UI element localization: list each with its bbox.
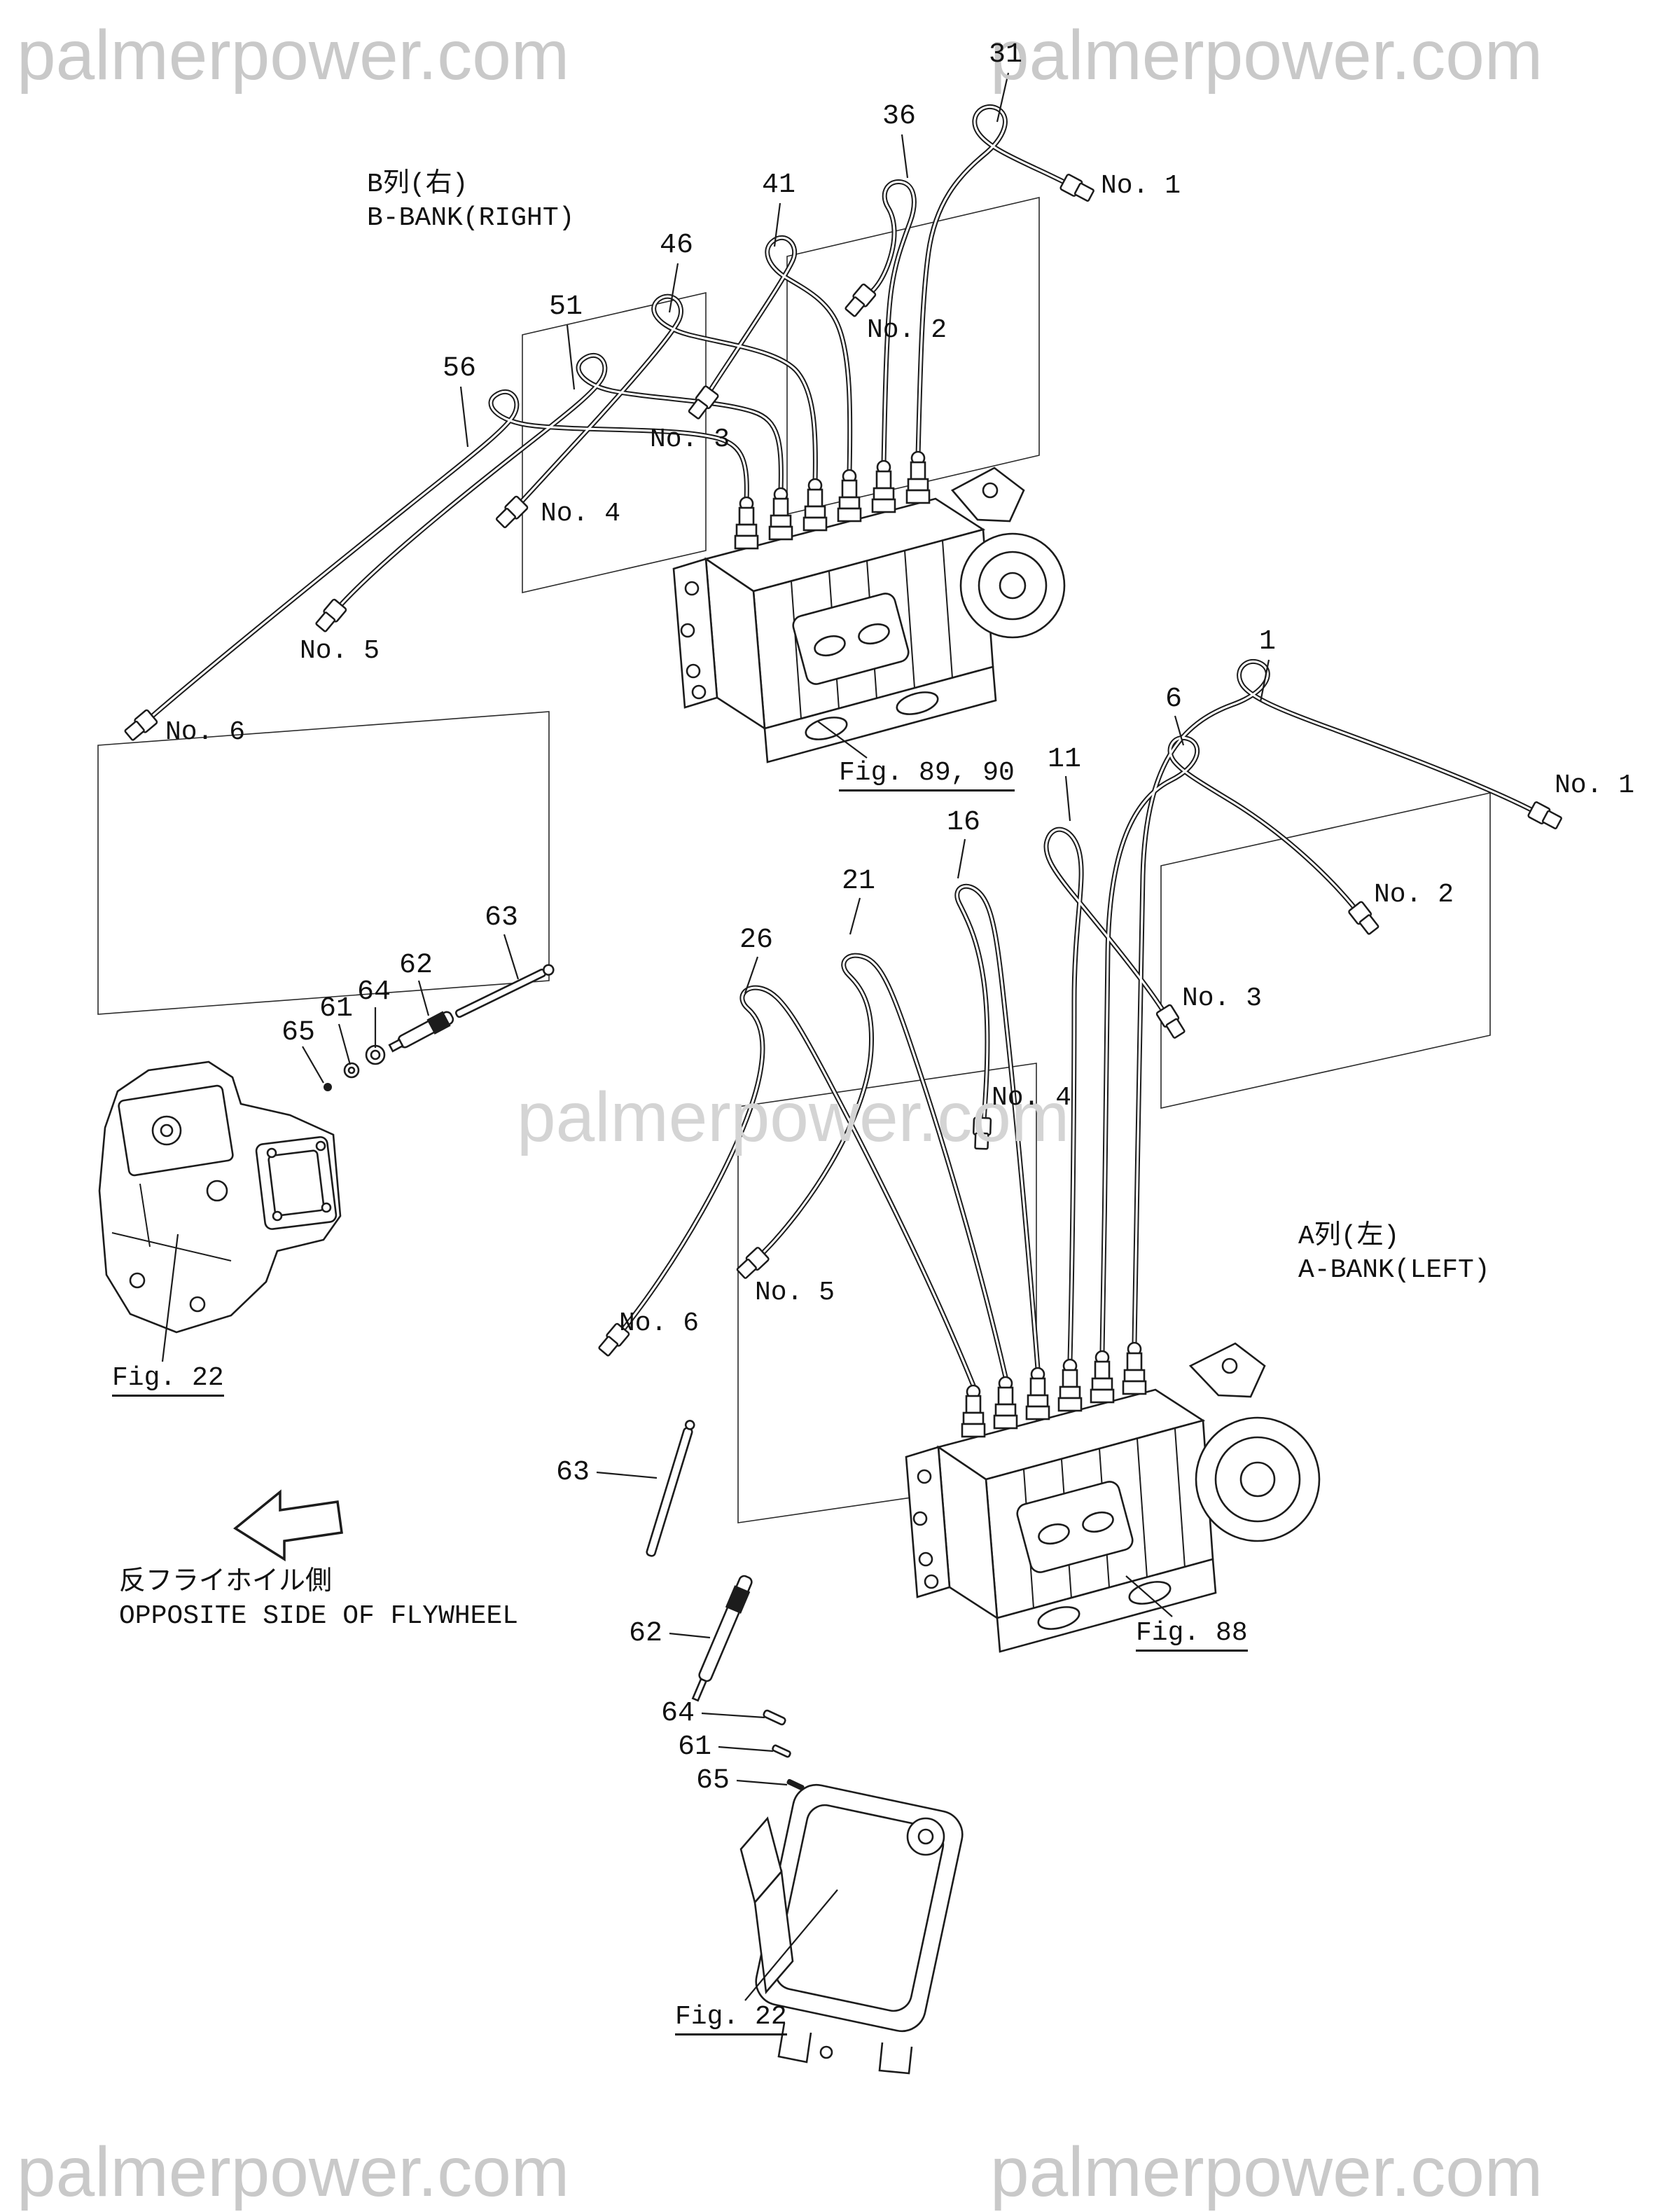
flywheel-note-en: OPPOSITE SIDE OF FLYWHEEL (119, 1601, 519, 1631)
lower-part-number-64: 64 (660, 1698, 695, 1729)
watermark-bottom-right: palmerpower.com (990, 2133, 1543, 2211)
pipe-fitting-a1 (1527, 801, 1564, 832)
delivery-valves-b (734, 450, 931, 550)
injection-pump-b (672, 450, 1066, 763)
a-part-number-26: 26 (739, 925, 774, 956)
b-part-number-46: 46 (659, 230, 694, 261)
b-pipe-no5-label: No. 5 (300, 636, 380, 666)
flywheel-housing-upper (98, 1060, 342, 1334)
lower-part-number-65: 65 (695, 1765, 730, 1797)
b-pipe-no1-label: No. 1 (1101, 171, 1181, 201)
b-part-number-36: 36 (882, 101, 917, 132)
a-bank-label-jp: A列(左) (1298, 1222, 1400, 1252)
lower-part-number-61: 61 (677, 1731, 712, 1763)
a-pipe-no3-label: No. 3 (1182, 983, 1263, 1014)
b-bank-label-en: B-BANK(RIGHT) (367, 203, 575, 233)
upper-part-number-63: 63 (484, 902, 519, 934)
a-part-number-6: 6 (1165, 684, 1183, 715)
b-pipe-no3-label: No. 3 (650, 424, 730, 455)
watermark-center: palmerpower.com (517, 1078, 1070, 1156)
engine-block-lower (739, 1783, 964, 2075)
lower-part-number-63: 63 (555, 1457, 590, 1488)
figure-ref-engine-lower: Fig. 22 (675, 2003, 787, 2035)
b-pipe-no4-label: No. 4 (541, 499, 621, 529)
leader-lines (161, 72, 1270, 2001)
lower-part-number-62: 62 (628, 1618, 663, 1650)
b-pipe-no6-label: No. 6 (165, 717, 246, 747)
watermark-top-right: palmerpower.com (990, 16, 1543, 95)
watermark-top-left: palmerpower.com (17, 16, 570, 95)
pipe-fitting-b1 (1059, 173, 1097, 205)
a-pipe-no2-label: No. 2 (1374, 880, 1454, 910)
flywheel-direction-arrow (233, 1489, 343, 1562)
flywheel-note-jp: 反フライホイル側 (119, 1568, 333, 1598)
a-pipe-no4-label: No. 4 (992, 1083, 1072, 1113)
a-pipe-no6-label: No. 6 (619, 1308, 700, 1339)
b-bank-label-jp: B列(右) (367, 170, 468, 200)
upper-part-number-61: 61 (319, 993, 354, 1025)
upper-part-number-62: 62 (398, 950, 433, 981)
small-parts-lower (646, 1420, 805, 1791)
b-pipe-no2-label: No. 2 (867, 315, 947, 345)
a-pipe-no1-label: No. 1 (1555, 770, 1635, 801)
a-part-number-1: 1 (1258, 626, 1277, 658)
a-part-number-16: 16 (946, 807, 981, 838)
a-bank-label-en: A-BANK(LEFT) (1298, 1255, 1490, 1285)
upper-part-number-64: 64 (356, 976, 391, 1008)
delivery-valves-a (961, 1341, 1147, 1438)
a-pipe-no5-label: No. 5 (755, 1278, 835, 1308)
b-part-number-51: 51 (548, 291, 583, 323)
b-part-number-41: 41 (761, 170, 796, 201)
a-part-number-11: 11 (1047, 744, 1082, 775)
injection-pump-a (905, 1341, 1321, 1653)
figure-ref-pump-a: Fig. 88 (1136, 1619, 1248, 1652)
watermark-bottom-left: palmerpower.com (17, 2133, 570, 2211)
a-part-number-21: 21 (841, 866, 876, 897)
figure-ref-pump-b: Fig. 89, 90 (839, 759, 1015, 792)
reference-frame-boxes (97, 196, 1491, 1523)
small-parts-upper (324, 964, 555, 1091)
b-part-number-31: 31 (988, 39, 1023, 71)
b-part-number-56: 56 (442, 353, 477, 385)
upper-part-number-65: 65 (281, 1017, 316, 1049)
figure-ref-engine-upper: Fig. 22 (112, 1364, 224, 1397)
